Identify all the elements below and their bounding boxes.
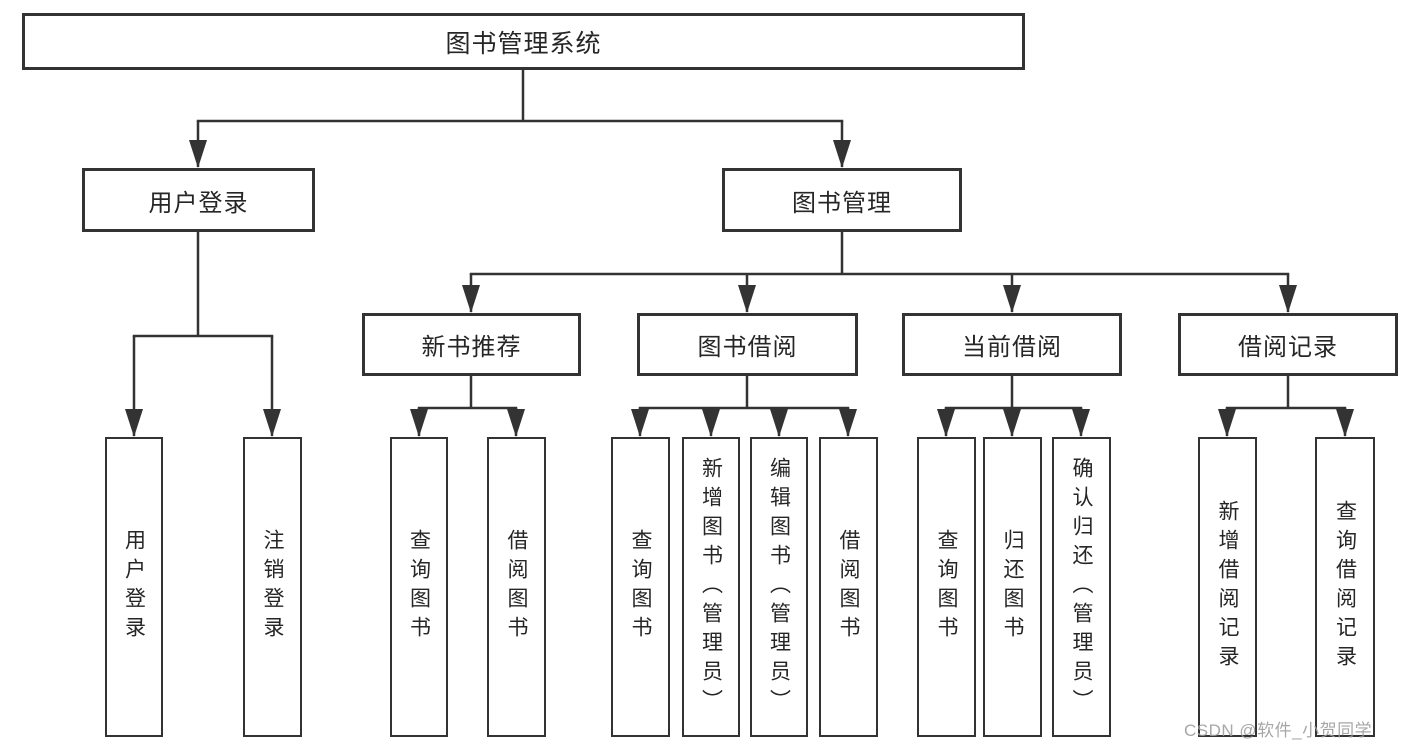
connector-userlogin-to-leaves <box>125 232 281 437</box>
connector-borrowing-to-leaves <box>631 376 857 437</box>
node-label: 图书管理 <box>792 189 892 217</box>
leaf-add-borrow-record: 新增借阅记录 <box>1198 437 1257 737</box>
leaf-label: 用户登录 <box>122 529 146 645</box>
node-label: 图书管理系统 <box>445 29 602 58</box>
leaf-label: 查询图书 <box>935 529 958 645</box>
node-borrowing-records: 借阅记录 <box>1178 313 1398 376</box>
connector-records-to-leaves <box>1218 376 1354 437</box>
node-label: 用户登录 <box>148 189 249 217</box>
node-book-borrowing: 图书借阅 <box>637 313 858 376</box>
node-current-borrowing: 当前借阅 <box>902 313 1122 376</box>
node-user-login: 用户登录 <box>82 168 315 232</box>
leaf-label: 查询借阅记录 <box>1333 500 1357 674</box>
leaf-add-book-admin: 新增图书（管理员） <box>682 437 740 737</box>
leaf-label: 归还图书 <box>1001 529 1024 645</box>
connector-bookmgmt-to-level3 <box>462 232 1297 313</box>
leaf-query-books-recommend: 查询图书 <box>390 437 448 737</box>
leaf-label: 注销登录 <box>261 529 284 645</box>
node-library-management-system: 图书管理系统 <box>22 13 1025 70</box>
leaf-confirm-return-admin: 确认归还（管理员） <box>1052 437 1111 737</box>
leaf-borrow-books-borrowing: 借阅图书 <box>819 437 878 737</box>
leaf-label: 编辑图书（管理员） <box>767 456 791 718</box>
leaf-query-borrow-record: 查询借阅记录 <box>1315 437 1375 737</box>
leaf-label: 查询图书 <box>407 529 431 645</box>
leaf-label: 确认归还（管理员） <box>1070 456 1093 718</box>
node-label: 借阅记录 <box>1238 334 1338 361</box>
leaf-label: 查询图书 <box>629 529 652 645</box>
leaf-query-books-current: 查询图书 <box>917 437 976 737</box>
connector-newbook-to-leaves <box>410 376 525 437</box>
node-book-management: 图书管理 <box>722 168 962 232</box>
leaf-borrow-books-recommend: 借阅图书 <box>487 437 546 737</box>
leaf-query-books-borrowing: 查询图书 <box>611 437 670 737</box>
leaf-label: 借阅图书 <box>505 529 528 645</box>
leaf-label: 新增图书（管理员） <box>699 456 723 718</box>
leaf-label: 借阅图书 <box>837 529 860 645</box>
leaf-logout: 注销登录 <box>243 437 302 737</box>
node-new-book-recommendation: 新书推荐 <box>362 313 581 376</box>
csdn-watermark: CSDN @软件_小贺同学 <box>1184 721 1373 740</box>
connector-root-to-level2 <box>189 70 851 168</box>
connector-current-to-leaves <box>937 376 1090 437</box>
leaf-edit-book-admin: 编辑图书（管理员） <box>750 437 808 737</box>
leaf-label: 新增借阅记录 <box>1216 500 1239 674</box>
node-label: 新书推荐 <box>421 334 522 361</box>
node-label: 图书借阅 <box>697 334 798 361</box>
leaf-user-login: 用户登录 <box>105 437 163 737</box>
node-label: 当前借阅 <box>962 334 1062 361</box>
leaf-return-books: 归还图书 <box>983 437 1042 737</box>
